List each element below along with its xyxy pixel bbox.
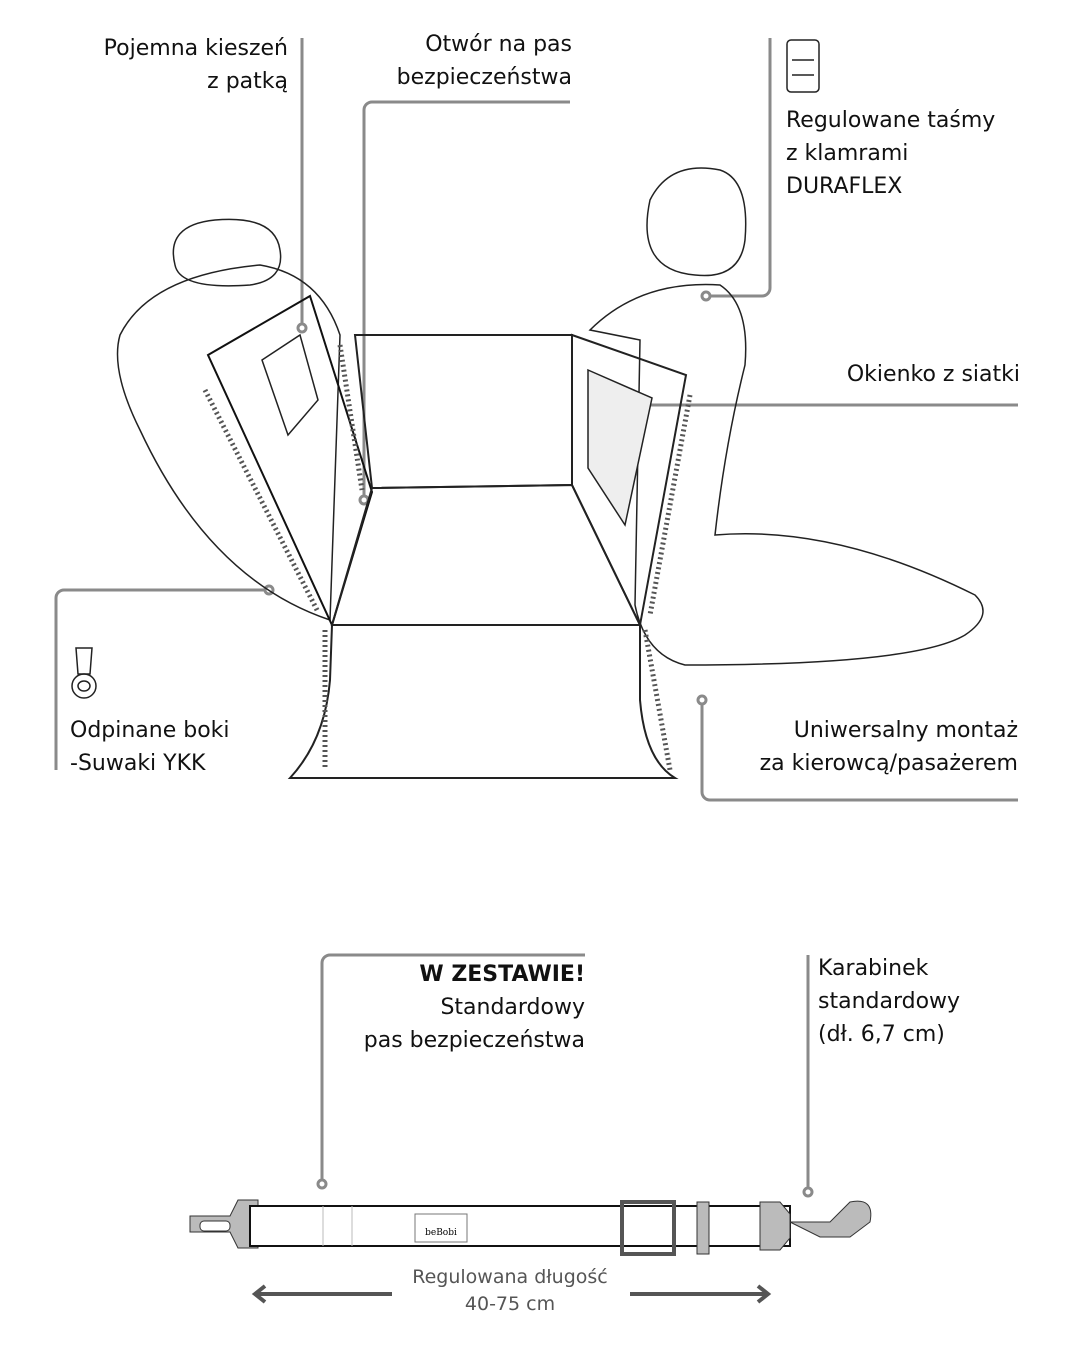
seat-panel xyxy=(330,483,642,626)
callout-text: bezpieczeństwa xyxy=(396,65,572,90)
logo-tag xyxy=(414,1213,468,1243)
zippers xyxy=(202,344,693,771)
left-flap xyxy=(206,294,374,628)
seat-belt-illustration: beBobi xyxy=(189,1199,872,1256)
callout-text: DURAFLEX xyxy=(786,174,903,199)
buckle-icon xyxy=(786,39,820,93)
length-label: Regulowana długość 40-75 cm xyxy=(380,1264,640,1318)
length-arrows xyxy=(251,1284,772,1304)
included-badge: W ZESTAWIE! xyxy=(419,962,585,987)
callout-belt-hole: Otwór na pas bezpieczeństwa xyxy=(397,28,572,94)
back-panel xyxy=(353,334,573,490)
pocket xyxy=(261,333,319,437)
callout-text: -Suwaki YKK xyxy=(70,751,206,776)
callout-included: W ZESTAWIE! Standardowy pas bezpieczeńst… xyxy=(364,958,585,1057)
callout-mesh: Okienko z siatki xyxy=(847,358,1020,391)
car-seat-illustration xyxy=(116,167,984,779)
callout-text: za kierowcą/pasażerem xyxy=(759,751,1018,776)
callout-text: Standardowy xyxy=(440,995,585,1020)
slider xyxy=(696,1201,710,1255)
zipper-icon xyxy=(71,647,97,699)
logo: beBobi xyxy=(425,1228,457,1238)
callout-text: Regulowane taśmy xyxy=(786,108,996,133)
callout-text: Otwór na pas xyxy=(425,32,572,57)
callout-text: standardowy xyxy=(818,989,961,1014)
callout-text: (dł. 6,7 cm) xyxy=(818,1022,945,1047)
right-headrest xyxy=(646,167,747,277)
callout-zippers: Odpinane boki -Suwaki YKK xyxy=(70,714,230,780)
carabiner xyxy=(789,1200,872,1238)
left-headrest xyxy=(172,218,282,287)
callout-text: Odpinane boki xyxy=(70,718,230,743)
callout-straps: Regulowane taśmy z klamrami DURAFLEX xyxy=(786,104,995,203)
callout-mount: Uniwersalny montaż za kierowcą/pasażerem xyxy=(760,714,1018,780)
left-seat xyxy=(116,264,341,622)
mesh-window xyxy=(587,368,653,527)
callout-pocket: Pojemna kieszeń z patką xyxy=(104,32,288,98)
callout-text: z klamrami xyxy=(786,141,909,166)
callout-carabiner: Karabinek standardowy (dł. 6,7 cm) xyxy=(818,952,960,1051)
callout-text: Karabinek xyxy=(818,956,929,981)
length-value: 40-75 cm xyxy=(464,1293,556,1315)
right-seat xyxy=(588,283,984,666)
front-panel xyxy=(287,624,679,779)
adjuster-buckle xyxy=(620,1200,676,1256)
length-text: Regulowana długość xyxy=(412,1266,608,1288)
callout-text: Pojemna kieszeń xyxy=(103,36,288,61)
callout-text: Okienko z siatki xyxy=(846,362,1020,387)
callout-text: pas bezpieczeństwa xyxy=(363,1028,585,1053)
callout-text: Uniwersalny montaż xyxy=(793,718,1018,743)
callout-text: z patką xyxy=(207,69,288,94)
